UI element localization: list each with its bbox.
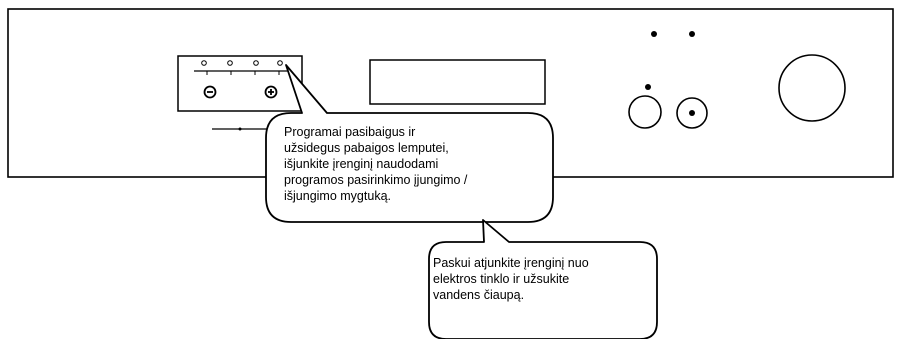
indicator-dot-icon xyxy=(689,31,695,37)
callout-1-line: išjunkite įrenginį naudodami xyxy=(284,157,439,171)
callout-1-text: Programai pasibaigus ir užsidegus pabaig… xyxy=(284,124,534,204)
indicator-lamp-icon xyxy=(201,60,207,66)
callout-2-text: Paskui atjunkite įrenginį nuo elektros t… xyxy=(433,255,663,303)
callout-1-line: išjungimo mygtuką. xyxy=(284,189,391,203)
module-base-dot xyxy=(238,127,242,131)
callout-1-line: Programai pasibaigus ir xyxy=(284,125,416,139)
indicator-module-outline xyxy=(177,55,303,112)
callout-1-line: programos pasirinkimo įjungimo / xyxy=(284,173,468,187)
callout-2-line: elektros tinklo ir užsukite xyxy=(433,272,570,286)
callout-2-line: vandens čiaupą. xyxy=(433,288,525,302)
indicator-module xyxy=(177,55,303,131)
program-dial-icon xyxy=(778,54,846,122)
plus-button-icon xyxy=(264,85,278,99)
program-select-button-icon xyxy=(676,97,708,129)
callout-2-line: Paskui atjunkite įrenginį nuo xyxy=(433,256,589,270)
indicator-lamp-icon xyxy=(227,60,233,66)
display-window xyxy=(369,59,546,105)
indicator-lamp-icon xyxy=(277,60,283,66)
callout-1-line: užsidegus pabaigos lemputei, xyxy=(284,141,449,155)
indicator-lamp-icon xyxy=(253,60,259,66)
callout-bubble-1 xyxy=(265,64,554,223)
indicator-dot-icon xyxy=(651,31,657,37)
on-off-button-icon xyxy=(628,95,662,129)
indicator-dot-icon xyxy=(645,84,651,90)
minus-button-icon xyxy=(203,85,217,99)
